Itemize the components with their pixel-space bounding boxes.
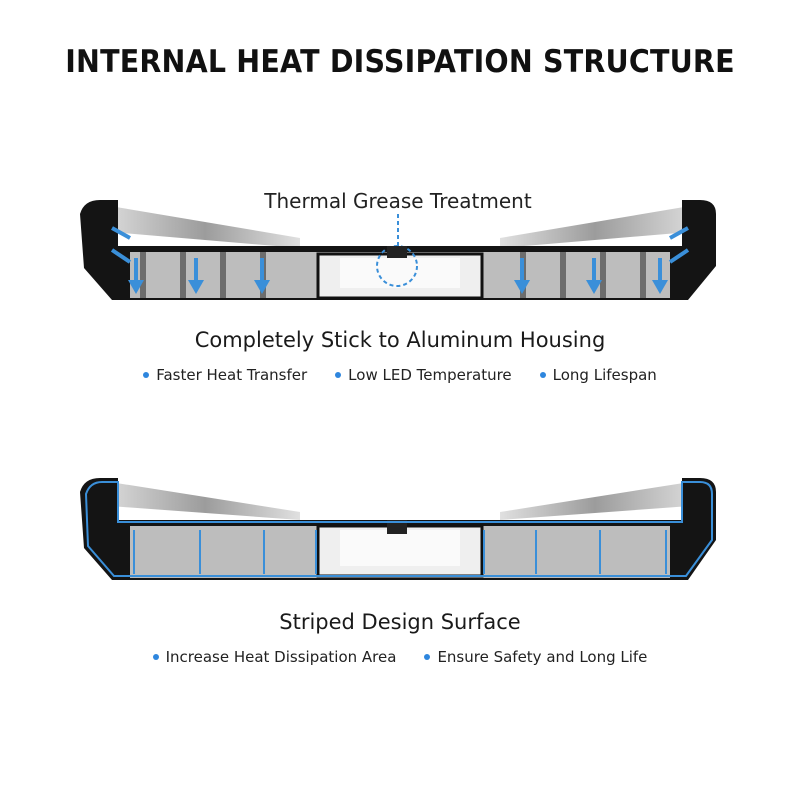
heatsink-figure-striped	[80, 478, 716, 580]
bullet-item: Increase Heat Dissipation Area	[152, 648, 396, 666]
bullet-item: Low LED Temperature	[335, 366, 512, 384]
heatsink-figure-thermal: Thermal Grease Treatment	[80, 189, 716, 300]
callout-label: Thermal Grease Treatment	[263, 189, 532, 213]
bullet-list-2: Increase Heat Dissipation Area Ensure Sa…	[0, 648, 800, 666]
bullet-item: Long Lifespan	[539, 366, 657, 384]
bullet-item: Ensure Safety and Long Life	[424, 648, 647, 666]
page-title: INTERNAL HEAT DISSIPATION STRUCTURE	[65, 44, 735, 80]
caption-striped: Striped Design Surface	[279, 610, 521, 634]
bullet-list-1: Faster Heat Transfer Low LED Temperature…	[0, 366, 800, 384]
caption-stick: Completely Stick to Aluminum Housing	[194, 328, 606, 352]
bullet-item: Faster Heat Transfer	[143, 366, 307, 384]
